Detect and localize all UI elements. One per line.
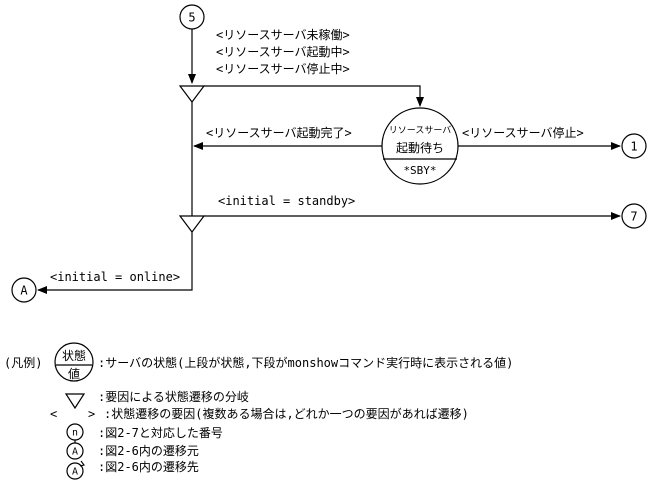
legend: (凡例) 状態 値 :サーバの状態(上段が状態,下段がmonshowコマンド実行… [4,342,513,480]
flow-line [204,85,424,107]
legend-to-symbol: A [66,460,85,480]
state-bottom-value: *SBY* [403,164,436,177]
svg-text:7: 7 [630,210,637,224]
legend-to-desc: :図2-6内の遷移先 [98,460,199,474]
legend-number-symbol: n [66,423,84,441]
initial-online-label: <initial = online> [50,270,180,284]
entry-condition-label: <リソースサーバ未稼働> [216,27,350,42]
svg-text:A: A [72,447,78,458]
legend-number-desc: :図2-7と対応した番号 [98,426,223,440]
legend-cause-close: > [88,407,95,421]
legend-cause-open: < [50,407,57,421]
legend-cause-desc: :状態遷移の要因(複数ある場合は,どれか一つの要因があれば遷移) [104,406,469,421]
legend-branch-desc: :要因による状態遷移の分岐 [98,389,249,404]
entry-condition-label: <リソースサーバ停止中> [216,61,350,76]
startup-complete-label: <リソースサーバ起動完了> [206,125,352,140]
connector-1: 1 [621,133,647,159]
state-top-small: リソースサーバ [389,125,451,136]
svg-text:1: 1 [630,140,637,154]
legend-heading: (凡例) [4,356,42,370]
initial-standby-label: <initial = standby> [218,194,355,208]
flow-line [37,232,193,294]
entry-condition-label: <リソースサーバ起動中> [216,44,350,59]
svg-text:n: n [72,428,78,439]
svg-text:値: 値 [68,366,80,381]
branch-triangle [178,85,206,103]
svg-text:A: A [72,467,78,478]
legend-from-desc: :図2-6内の遷移元 [98,444,199,458]
connector-5: 5 [179,4,205,30]
server-stop-label: <リソースサーバ停止> [462,125,584,140]
legend-from-symbol: A [66,440,84,460]
legend-state-desc: :サーバの状態(上段が状態,下段がmonshowコマンド実行時に表示される値) [98,355,513,370]
state-resource-server-standby: リソースサーバ 起動待ち *SBY* [381,107,459,185]
svg-text:A: A [20,284,28,298]
branch-triangle [178,215,206,233]
svg-text:5: 5 [188,11,195,25]
entry-conditions: <リソースサーバ未稼働> <リソースサーバ起動中> <リソースサーバ停止中> [216,27,350,76]
legend-state-symbol: 状態 値 [54,342,94,382]
legend-branch-symbol [64,393,86,410]
state-top-main: 起動待ち [396,141,444,155]
connector-A: A [11,277,37,303]
connector-7: 7 [621,203,647,229]
svg-text:状態: 状態 [62,348,86,363]
